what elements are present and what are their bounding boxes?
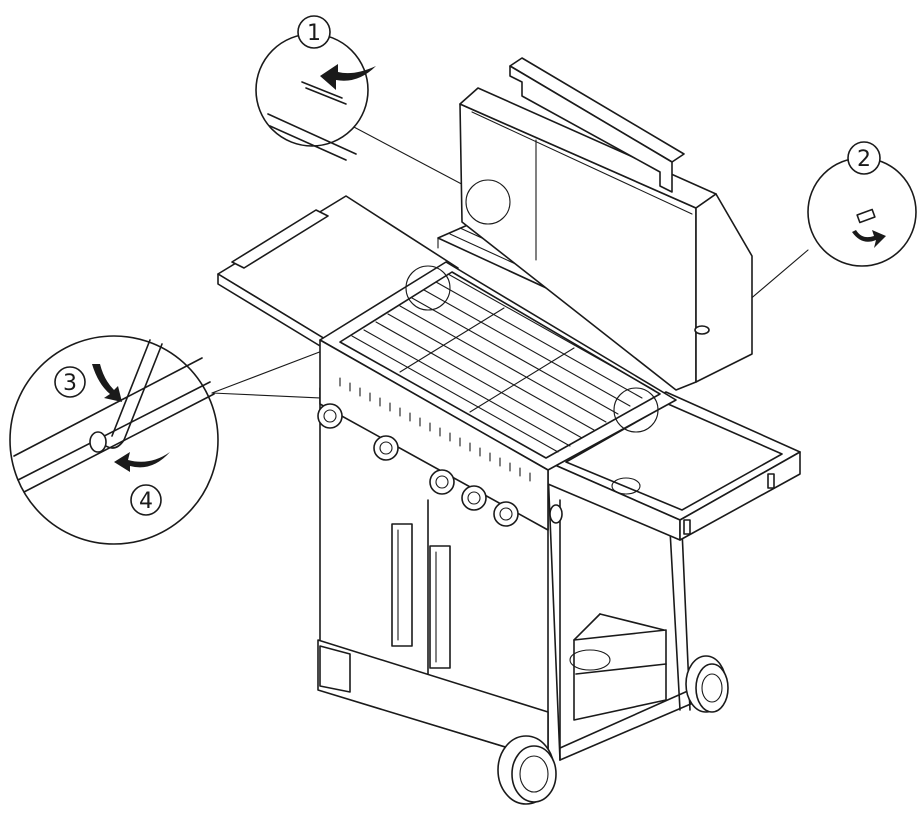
- callout-3-label: 3: [63, 371, 77, 396]
- callout-1: 1: [297, 15, 331, 49]
- callout-3: 3: [54, 366, 86, 398]
- control-knob-5[interactable]: [493, 501, 519, 527]
- lid-handle[interactable]: [509, 57, 685, 193]
- wheel-rear: [685, 655, 729, 713]
- firebox: [317, 261, 677, 531]
- detail-view-1: 1: [255, 15, 376, 161]
- control-knob-4[interactable]: [461, 485, 487, 511]
- cooking-grates: [339, 271, 661, 459]
- callout-4: 4: [130, 484, 162, 516]
- wheel-front: [497, 735, 557, 805]
- grill-lid: [459, 87, 753, 391]
- callout-2: 2: [847, 141, 881, 175]
- vent-slots: [339, 377, 531, 482]
- callout-1-label: 1: [307, 21, 321, 46]
- door-handle-left[interactable]: [391, 523, 413, 647]
- detail-view-3-4: 3 4: [9, 335, 219, 545]
- left-side-shelf: [217, 195, 459, 353]
- callout-4-label: 4: [139, 489, 153, 514]
- right-side-burner-shelf: [547, 391, 801, 541]
- callout-2-label: 2: [857, 147, 871, 172]
- door-handle-right[interactable]: [429, 545, 451, 669]
- control-knob-1[interactable]: [317, 403, 343, 429]
- control-knob-3[interactable]: [429, 469, 455, 495]
- detail-view-2: 2: [807, 141, 917, 267]
- control-knob-2[interactable]: [373, 435, 399, 461]
